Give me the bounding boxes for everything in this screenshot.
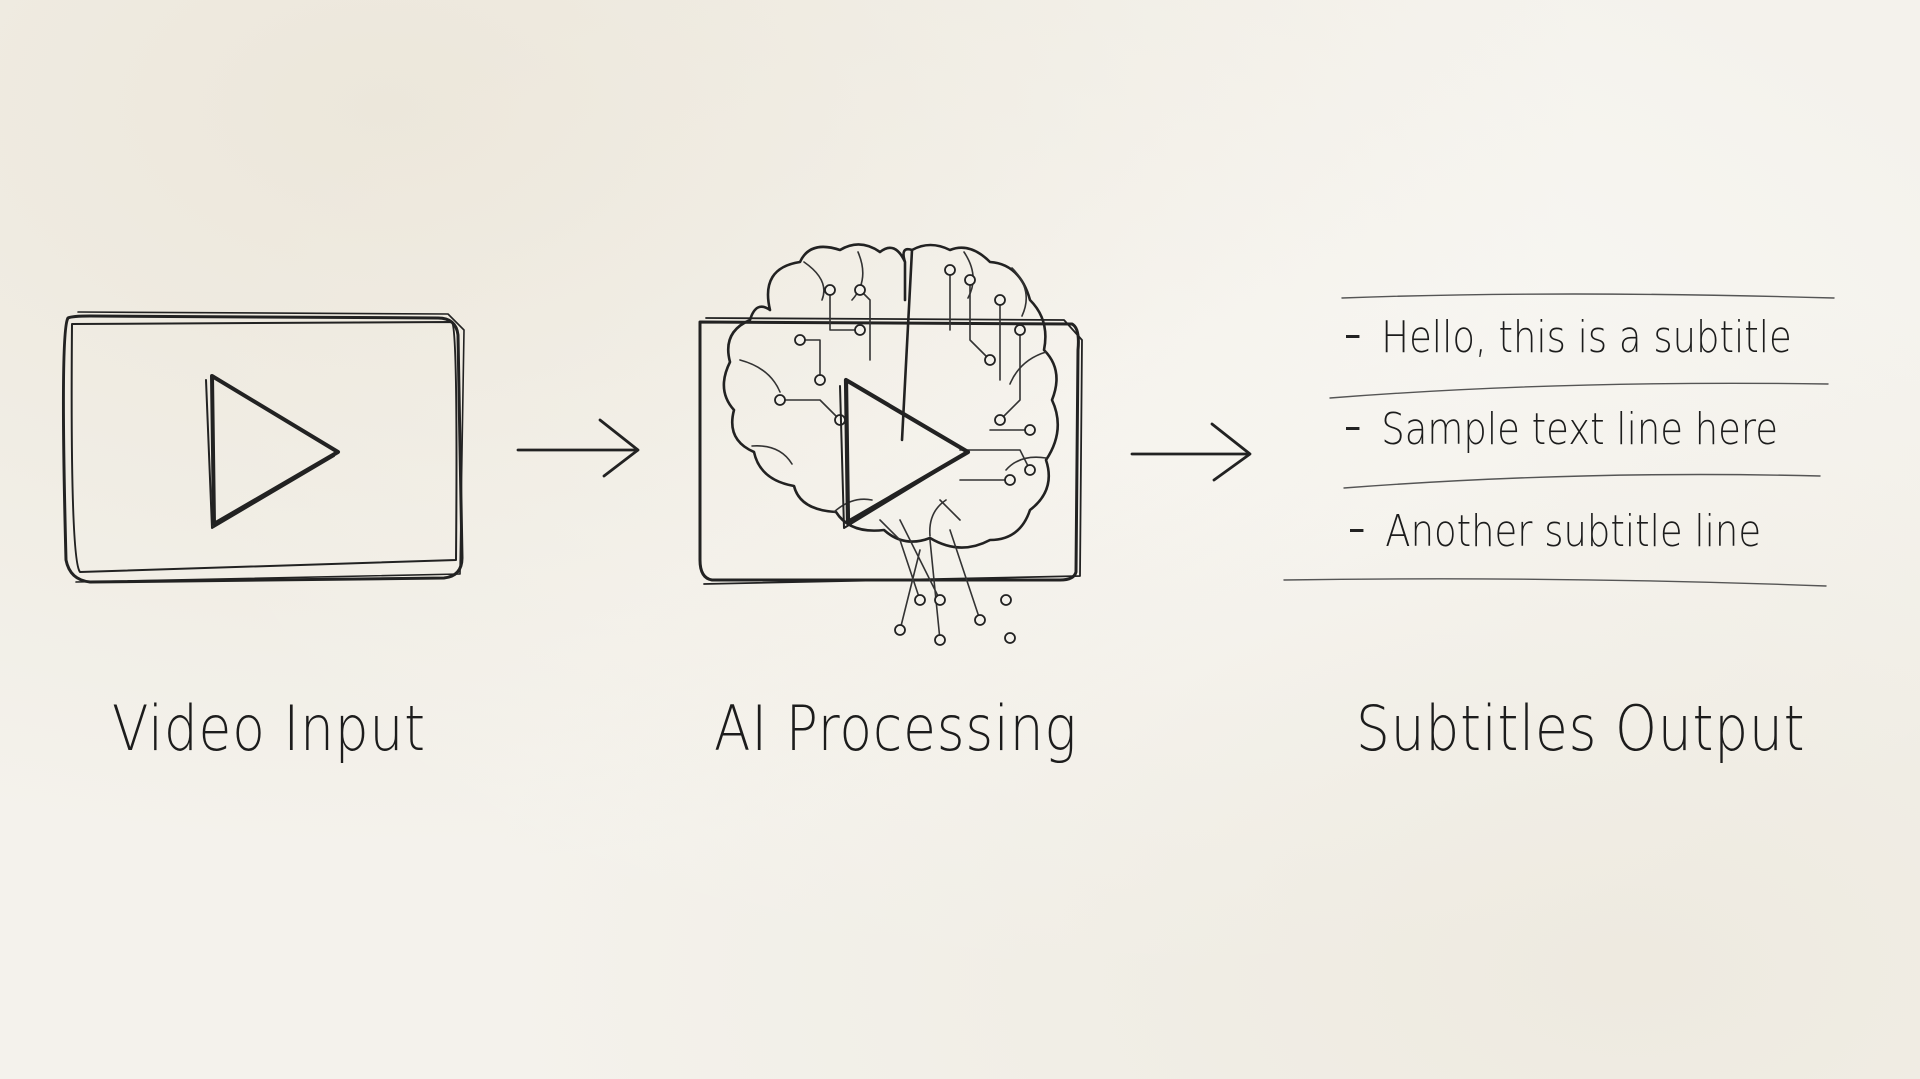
arrow-icon [516, 418, 640, 478]
video-play-icon [61, 311, 465, 584]
brain-circuit-icon [698, 243, 1083, 646]
subtitle-line: Sample text line here [1346, 404, 1778, 455]
stage-label-subtitles-output: Subtitles Output [1356, 692, 1806, 765]
dash-icon [1346, 426, 1360, 430]
subtitle-lines-icon [1283, 293, 1835, 587]
dash-icon [1350, 528, 1364, 532]
stage-label-video-input: Video Input [112, 692, 426, 765]
dash-icon [1346, 334, 1360, 338]
subtitle-line: Another subtitle line [1350, 506, 1761, 557]
stage-label-ai-processing: AI Processing [714, 692, 1078, 765]
subtitle-line: Hello, this is a subtitle [1346, 312, 1792, 363]
arrow-icon [1130, 422, 1252, 482]
